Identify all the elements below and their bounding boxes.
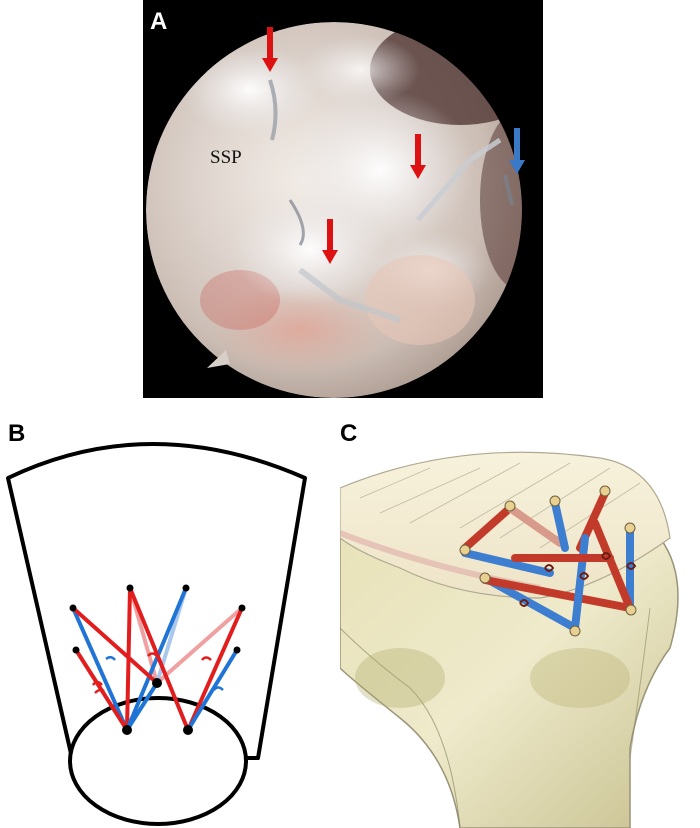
suture-blue [125, 681, 159, 732]
knot-mark [626, 562, 637, 570]
knot-mark [579, 572, 590, 580]
anchor-dot [183, 725, 193, 735]
suture-red-faded [155, 606, 244, 685]
knot-mark [601, 552, 612, 560]
suture-end-cap [599, 485, 611, 497]
red-arrow-icon [410, 134, 426, 179]
knot-mark [147, 652, 158, 657]
panel-label-b: B [8, 420, 26, 447]
suture-end-cap [504, 500, 516, 512]
suture-end-cap [549, 495, 561, 507]
knot-mark [201, 656, 212, 661]
red-arrow-icon [262, 27, 278, 72]
tendon-outline [6, 442, 307, 760]
suture-end-cap [625, 604, 637, 616]
suture-end-dot [238, 604, 246, 612]
suture-red-faded [506, 504, 564, 547]
suture-blue [71, 607, 129, 731]
suture-end-dot [69, 604, 77, 612]
suture-red [71, 606, 159, 685]
footprint-ellipse [68, 696, 248, 826]
scope-notch [207, 350, 230, 368]
suture-end-cap [479, 572, 491, 584]
panel-label-c: C [340, 420, 358, 447]
suture-blue [186, 648, 239, 732]
suture-red [481, 576, 634, 612]
knot-mark [519, 599, 530, 607]
suture-schematic [6, 442, 307, 826]
suture-blue [571, 534, 589, 632]
suture-blue [461, 549, 554, 577]
suture-blue [551, 499, 569, 552]
red-arrow-icon [322, 219, 338, 264]
suture-end-cap [569, 625, 581, 637]
humeral-head-illustration [340, 451, 679, 828]
suture-end-dot [72, 646, 80, 654]
suture-end-dot [126, 584, 134, 592]
knot-mark [105, 656, 116, 661]
arthroscopy-view: SSP [146, 22, 525, 398]
suture-end-cap [459, 544, 471, 556]
anchor-dot [152, 678, 162, 688]
suture-end-dot [233, 646, 241, 654]
suture-end-dot [182, 584, 190, 592]
suture-red [186, 607, 244, 731]
suture-red [591, 519, 634, 612]
knot-mark [213, 686, 224, 691]
anchor-dot [122, 725, 132, 735]
panel-label-a: A [150, 8, 168, 35]
knot-mark [91, 680, 105, 694]
ssp-label: SSP [210, 147, 242, 168]
blue-arrow-icon [509, 128, 525, 174]
suture-red [128, 587, 190, 731]
suture-end-cap [624, 522, 636, 534]
suture-blue [125, 587, 188, 731]
suture-red [461, 504, 514, 552]
knot-mark [544, 564, 555, 572]
